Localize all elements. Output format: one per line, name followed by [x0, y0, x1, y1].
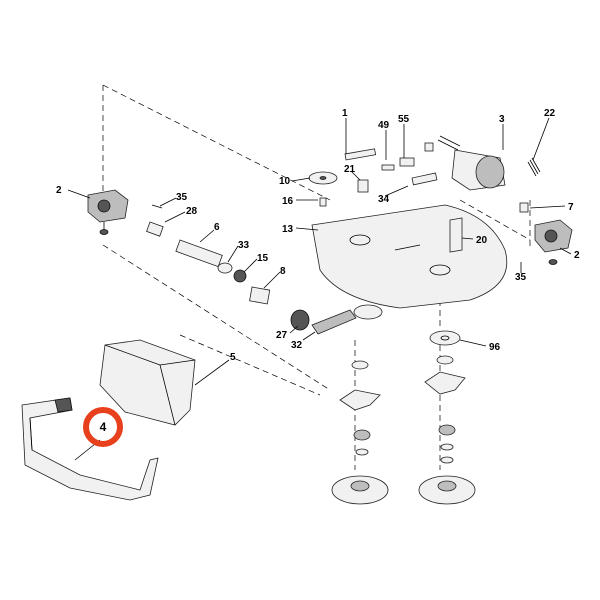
callout-96: 96	[489, 342, 501, 353]
gearbox-left	[87, 189, 129, 235]
callout-33: 33	[238, 240, 250, 251]
blade-stack-left	[331, 360, 389, 505]
highlight-callout-4[interactable]: 4	[83, 407, 123, 447]
callout-55: 55	[398, 114, 410, 125]
callout-5: 5	[230, 352, 236, 363]
callout-34: 34	[378, 194, 390, 205]
callout-32: 32	[291, 340, 303, 351]
pulley-belt	[290, 304, 383, 335]
callout-49: 49	[378, 120, 390, 131]
shaft-parts	[175, 239, 271, 305]
gearbox-right	[534, 219, 573, 265]
callout-35-top: 35	[176, 192, 188, 203]
bumper-guard	[21, 397, 159, 501]
callout-10: 10	[279, 176, 291, 187]
washer	[429, 330, 461, 346]
callout-16: 16	[282, 196, 294, 207]
callout-2-right: 2	[574, 250, 580, 261]
callout-2-left: 2	[56, 185, 62, 196]
callout-4: 4	[100, 420, 107, 434]
blade-stack-right	[418, 355, 476, 505]
callout-6: 6	[214, 222, 220, 233]
callout-20: 20	[476, 235, 488, 246]
callout-3: 3	[499, 114, 505, 125]
highlight-ring	[83, 407, 123, 447]
callout-28: 28	[186, 206, 198, 217]
motor	[437, 135, 506, 191]
callout-35-bottom: 35	[515, 272, 527, 283]
callout-21: 21	[344, 164, 356, 175]
callout-1: 1	[342, 108, 348, 119]
deck-plate	[311, 204, 508, 309]
callout-22: 22	[544, 108, 556, 119]
callout-13: 13	[282, 224, 294, 235]
spring	[527, 157, 541, 177]
callout-7: 7	[568, 202, 574, 213]
small-parts	[146, 142, 529, 237]
callout-8: 8	[280, 266, 286, 277]
collector-box	[99, 339, 196, 426]
callout-labels: 1 49 55 3 22 2 35 28 10 21 16 34 7 6 13 …	[56, 108, 580, 363]
callout-27: 27	[276, 330, 288, 341]
callout-15: 15	[257, 253, 269, 264]
